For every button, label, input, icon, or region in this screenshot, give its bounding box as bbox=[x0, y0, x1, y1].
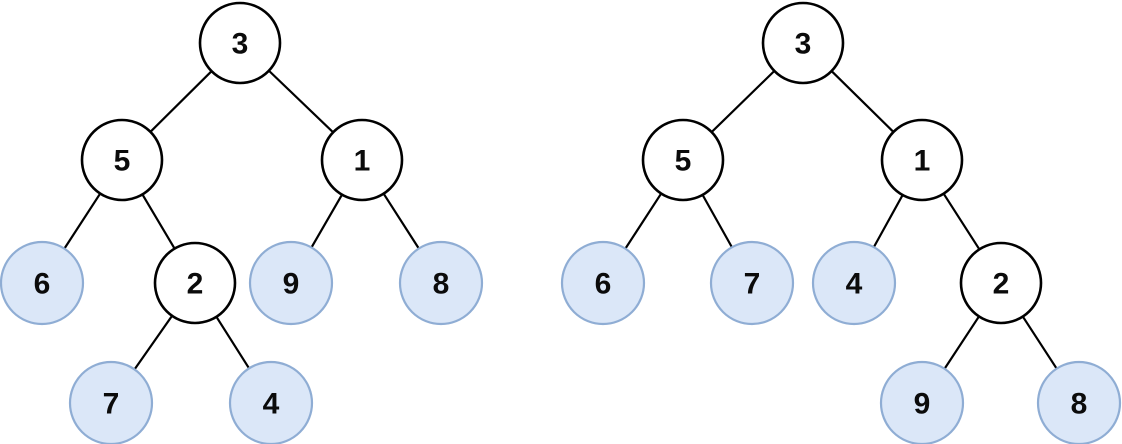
tree-edge-1-4 bbox=[872, 193, 905, 250]
tree-node-9[interactable]: 9 bbox=[248, 240, 334, 326]
node-label-7: 7 bbox=[744, 268, 761, 301]
tree-edge-5-6 bbox=[623, 191, 663, 251]
tree-node-7[interactable]: 7 bbox=[709, 240, 795, 326]
tree-node-7[interactable]: 7 bbox=[68, 360, 154, 444]
node-circle-1[interactable] bbox=[320, 118, 404, 202]
node-circle-7[interactable] bbox=[68, 360, 154, 444]
tree-node-5[interactable]: 5 bbox=[641, 118, 725, 202]
tree-edge-1-2 bbox=[941, 191, 982, 252]
tree-edge-3-1 bbox=[267, 68, 335, 135]
tree-node-6[interactable]: 6 bbox=[560, 240, 646, 326]
node-label-3: 3 bbox=[795, 28, 812, 61]
tree-node-8[interactable]: 8 bbox=[398, 240, 484, 326]
tree-node-6[interactable]: 6 bbox=[0, 240, 85, 326]
tree-edge-3-5 bbox=[148, 69, 214, 134]
tree-node-1[interactable]: 1 bbox=[320, 118, 404, 202]
tree-node-9[interactable]: 9 bbox=[879, 360, 965, 444]
tree-edge-5-7 bbox=[700, 192, 734, 250]
tree-node-5[interactable]: 5 bbox=[80, 118, 164, 202]
node-label-8: 8 bbox=[433, 268, 450, 301]
node-label-1: 1 bbox=[914, 145, 931, 178]
node-circle-7[interactable] bbox=[709, 240, 795, 326]
node-circle-6[interactable] bbox=[560, 240, 646, 326]
tree-node-4[interactable]: 4 bbox=[228, 360, 314, 444]
node-circle-3[interactable] bbox=[761, 1, 845, 85]
node-label-6: 6 bbox=[34, 268, 51, 301]
node-label-8: 8 bbox=[1071, 388, 1088, 421]
tree-edge-2-4 bbox=[214, 314, 251, 371]
node-circle-2[interactable] bbox=[153, 241, 237, 325]
tree-node-4[interactable]: 4 bbox=[811, 240, 897, 326]
node-label-2: 2 bbox=[187, 268, 204, 301]
tree-node-8[interactable]: 8 bbox=[1036, 360, 1122, 444]
node-circle-8[interactable] bbox=[398, 240, 484, 326]
node-circle-5[interactable] bbox=[80, 118, 164, 202]
edges-layer bbox=[62, 68, 1059, 372]
tree-node-2[interactable]: 2 bbox=[959, 241, 1043, 325]
node-label-5: 5 bbox=[675, 145, 692, 178]
tree-edge-5-2 bbox=[140, 192, 177, 251]
right-binary-tree-edges bbox=[623, 69, 1059, 371]
right-binary-tree-nodes: 3 5 1 6 7 4 2 9 8 bbox=[560, 1, 1122, 444]
tree-node-2[interactable]: 2 bbox=[153, 241, 237, 325]
tree-node-1[interactable]: 1 bbox=[880, 118, 964, 202]
tree-edge-1-9 bbox=[309, 192, 344, 250]
node-circle-8[interactable] bbox=[1036, 360, 1122, 444]
left-binary-tree-nodes: 3 5 1 6 2 9 8 7 4 bbox=[0, 1, 484, 444]
node-circle-6[interactable] bbox=[0, 240, 85, 326]
left-binary-tree-edges bbox=[62, 68, 421, 372]
node-label-6: 6 bbox=[595, 268, 612, 301]
tree-edge-5-6 bbox=[62, 191, 102, 251]
tree-edge-3-5 bbox=[709, 69, 777, 134]
tree-edge-1-8 bbox=[381, 191, 421, 251]
tree-node-3[interactable]: 3 bbox=[198, 1, 282, 85]
node-circle-3[interactable] bbox=[198, 1, 282, 85]
tree-edge-2-7 bbox=[132, 313, 174, 372]
node-label-7: 7 bbox=[103, 388, 120, 421]
node-circle-5[interactable] bbox=[641, 118, 725, 202]
node-label-4: 4 bbox=[846, 268, 863, 301]
node-circle-1[interactable] bbox=[880, 118, 964, 202]
node-label-5: 5 bbox=[114, 145, 131, 178]
node-label-9: 9 bbox=[283, 268, 300, 301]
node-circle-9[interactable] bbox=[248, 240, 334, 326]
tree-edge-2-9 bbox=[942, 314, 981, 371]
tree-edge-3-1 bbox=[829, 69, 896, 134]
node-label-9: 9 bbox=[914, 388, 931, 421]
node-circle-4[interactable] bbox=[228, 360, 314, 444]
node-circle-2[interactable] bbox=[959, 241, 1043, 325]
node-label-4: 4 bbox=[263, 388, 280, 421]
node-label-2: 2 bbox=[993, 268, 1010, 301]
node-circle-4[interactable] bbox=[811, 240, 897, 326]
node-label-3: 3 bbox=[232, 28, 249, 61]
node-label-1: 1 bbox=[354, 145, 371, 178]
tree-node-3[interactable]: 3 bbox=[761, 1, 845, 85]
tree-edge-2-8 bbox=[1021, 314, 1059, 371]
node-circle-9[interactable] bbox=[879, 360, 965, 444]
